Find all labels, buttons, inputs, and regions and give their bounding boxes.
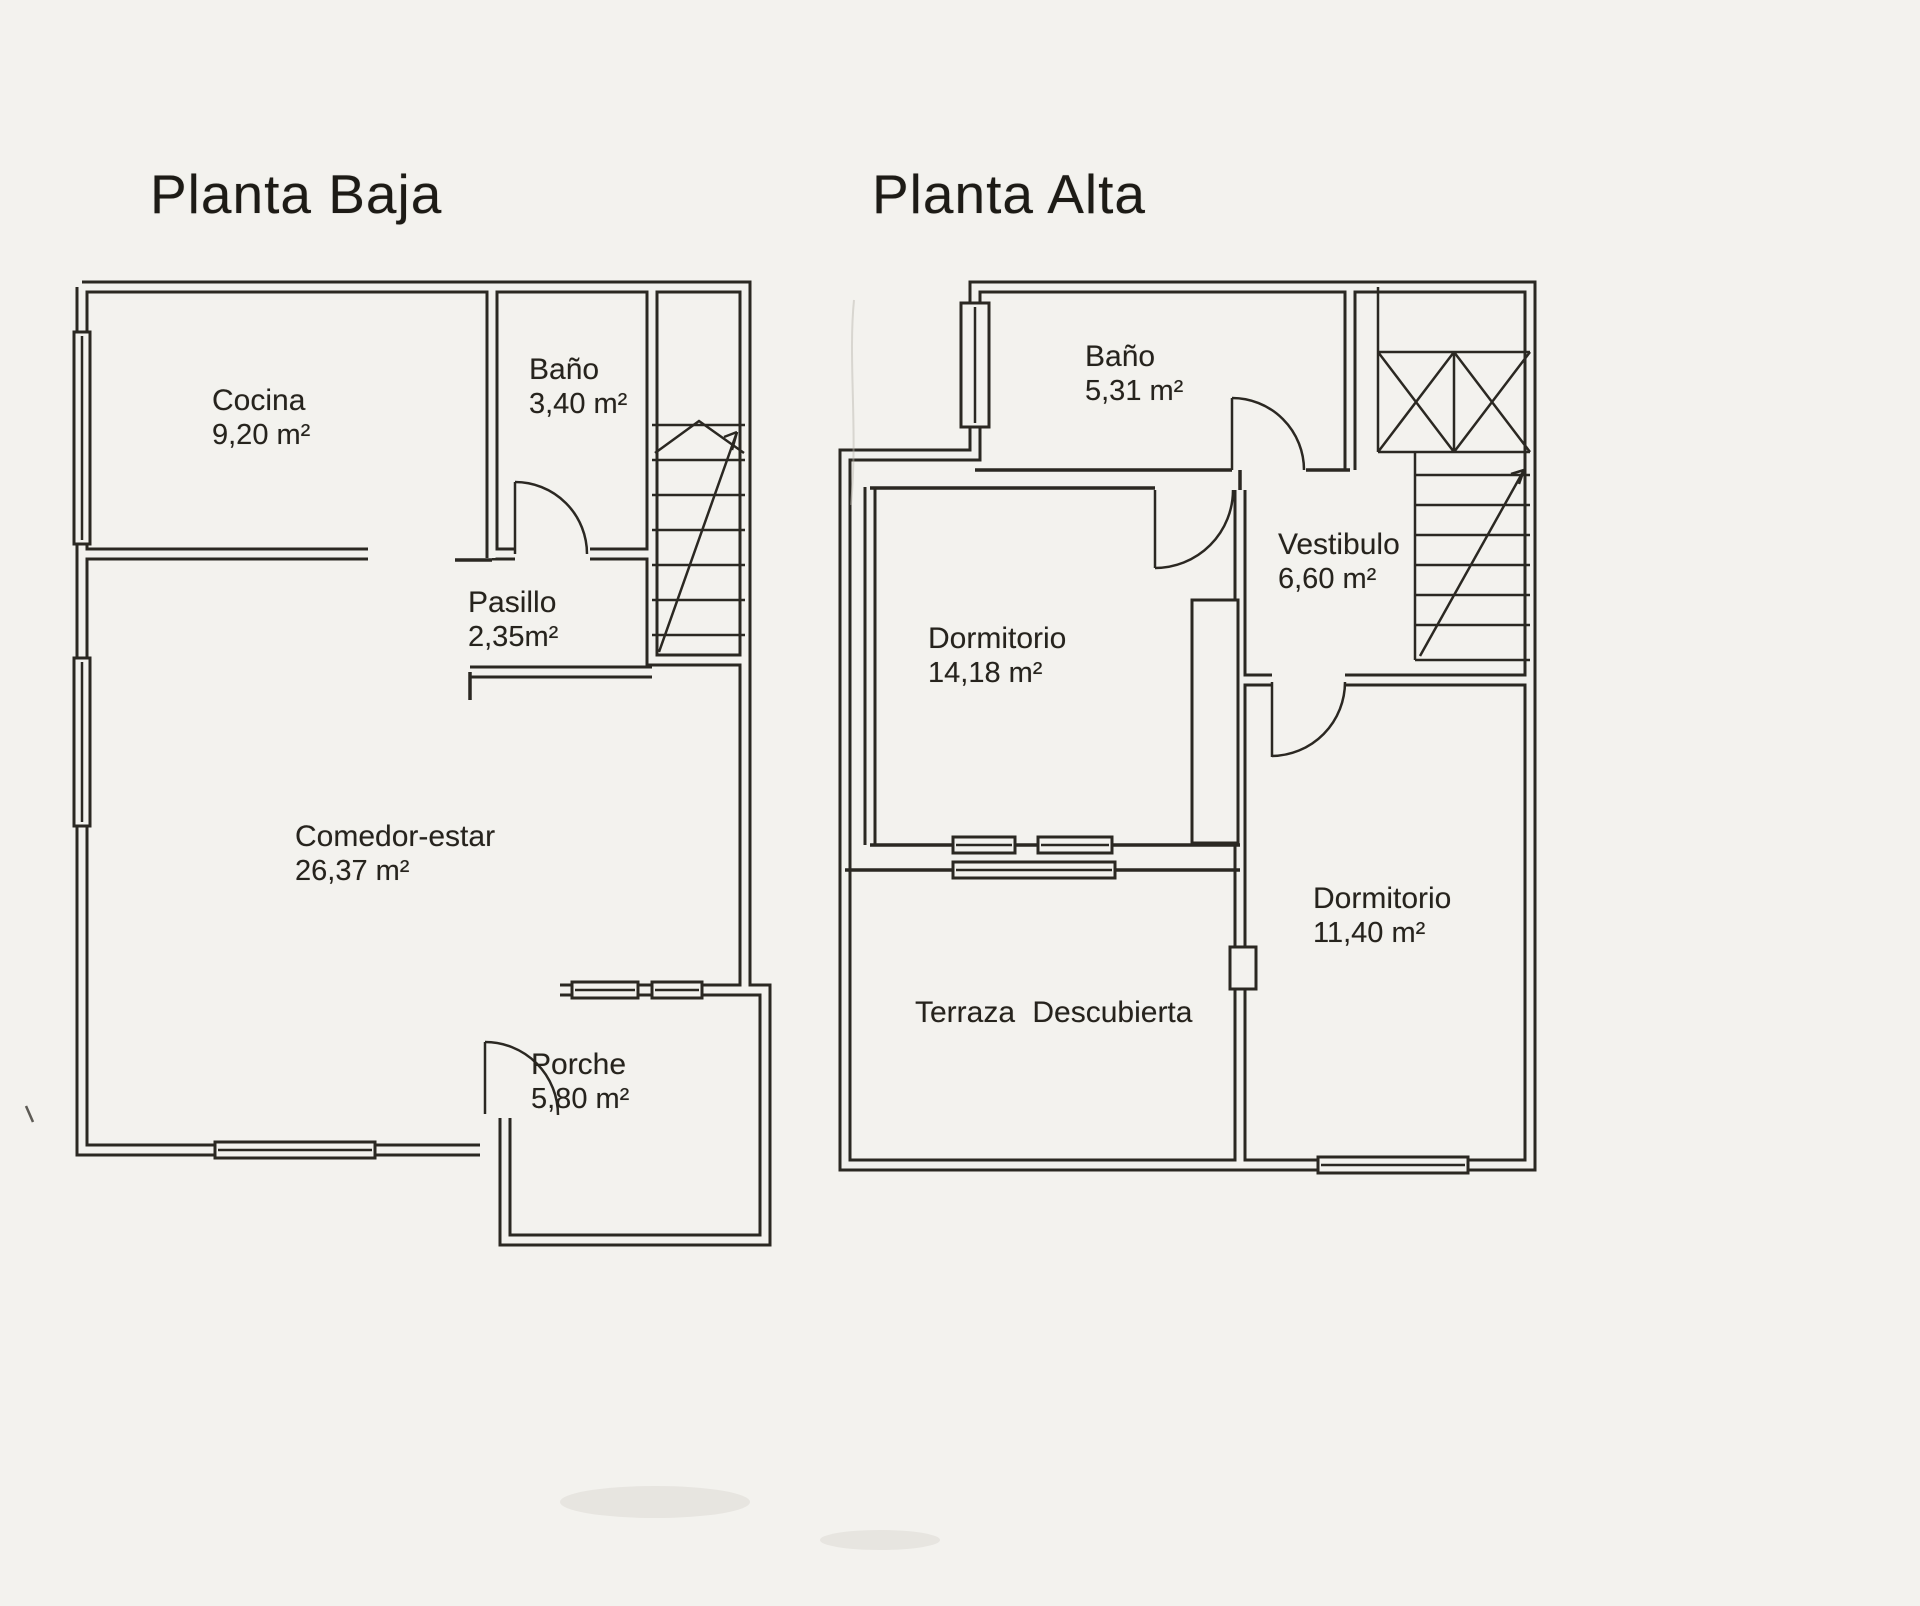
- room-area: 6,60 m²: [1278, 563, 1377, 595]
- room-area: 2,35m²: [468, 621, 559, 653]
- planta-alta-doors: [1153, 396, 1347, 758]
- room-label-bano-alta: Baño 5,31 m²: [1085, 340, 1183, 408]
- wardrobe: [1190, 598, 1240, 845]
- scan-artifacts: [24, 299, 940, 1550]
- room-area: 3,40 m²: [529, 388, 628, 420]
- stair-treads: [1413, 452, 1530, 662]
- walls-inner-face: [82, 287, 765, 1240]
- door-swing-arc: [484, 1040, 560, 1116]
- scan-smudge: [820, 1530, 940, 1550]
- room-name: Baño: [1085, 340, 1156, 373]
- door-swing-arc: [1271, 681, 1347, 758]
- room-area: 5,80 m²: [531, 1083, 630, 1115]
- walls-outline: [82, 287, 765, 1240]
- planta-baja-doors: [483, 480, 589, 1116]
- door-swing-arc: [1154, 489, 1235, 570]
- planta-baja-windows: [72, 330, 704, 1160]
- stair-crossed-box: [1376, 287, 1531, 454]
- room-area: 26,37 m²: [295, 855, 410, 887]
- room-label-terraza: Terraza Descubierta: [915, 996, 1192, 1030]
- scan-wrinkle: [850, 299, 855, 506]
- room-name: Comedor-estar: [295, 820, 496, 853]
- stair-treads: [652, 423, 745, 637]
- room-name: Vestibulo: [1278, 528, 1400, 561]
- room-name: Porche: [531, 1048, 627, 1081]
- stair-arrowhead: [1510, 468, 1526, 485]
- room-name: Terraza Descubierta: [915, 996, 1193, 1029]
- wall-notch: [1228, 945, 1258, 991]
- wall-piers: [455, 558, 492, 700]
- room-label-comedor-estar: Comedor-estar 26,37 m²: [295, 820, 495, 888]
- stair-direction-chevron: [654, 419, 745, 455]
- door-swing-arc: [1231, 396, 1306, 471]
- planta-alta-walls: [845, 287, 1530, 1165]
- room-name: Baño: [529, 353, 600, 386]
- room-label-dormitorio-2: Dormitorio 11,40 m²: [1313, 882, 1451, 950]
- stair-diagonal: [1418, 469, 1526, 657]
- room-label-dormitorio-1: Dormitorio 14,18 m²: [928, 622, 1066, 690]
- stair-diagonal: [657, 431, 739, 653]
- planta-baja-stairs: [652, 419, 745, 653]
- scan-smudge: [560, 1486, 750, 1518]
- room-label-bano-baja: Baño 3,40 m²: [529, 353, 627, 421]
- room-label-cocina: Cocina 9,20 m²: [212, 384, 310, 452]
- room-label-pasillo: Pasillo 2,35m²: [468, 586, 558, 654]
- planta-alta-stairs: [1376, 287, 1531, 662]
- door-swing-arc: [514, 480, 589, 555]
- plan-title-planta-alta: Planta Alta: [872, 163, 1146, 225]
- room-area: 14,18 m²: [928, 657, 1043, 689]
- room-name: Dormitorio: [1313, 882, 1452, 915]
- room-area: 5,31 m²: [1085, 375, 1184, 407]
- planta-alta-windows: [951, 301, 1470, 1175]
- stair-arrowhead: [723, 430, 739, 451]
- room-name: Cocina: [212, 384, 306, 417]
- planta-baja-walls: [82, 287, 765, 1240]
- room-label-vestibulo: Vestibulo 6,60 m²: [1278, 528, 1400, 596]
- thin-walls: [845, 468, 1350, 872]
- room-label-porche: Porche 5,80 m²: [531, 1048, 629, 1116]
- room-name: Pasillo: [468, 586, 557, 619]
- room-name: Dormitorio: [928, 622, 1067, 655]
- plan-title-planta-baja: Planta Baja: [150, 163, 443, 225]
- ink-speck: [24, 1105, 35, 1123]
- room-area: 11,40 m²: [1313, 917, 1426, 949]
- room-area: 9,20 m²: [212, 419, 311, 451]
